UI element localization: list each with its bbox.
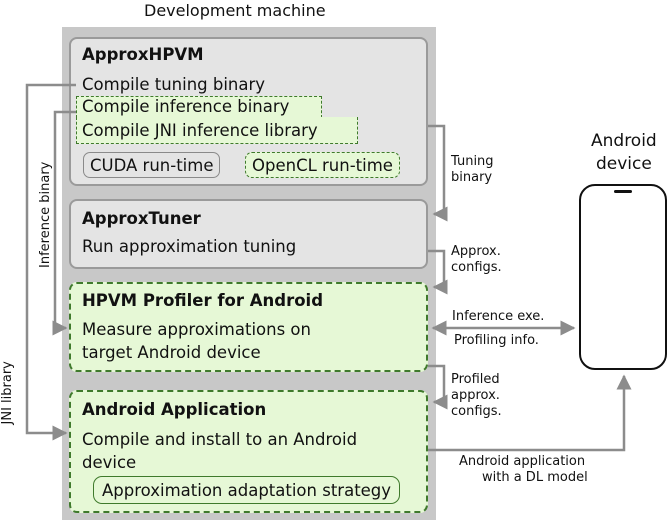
approx-configs-label-2: configs. (451, 260, 502, 275)
inference-binary-label: Inference binary (38, 161, 54, 268)
tuning-binary-label-2: binary (451, 170, 493, 185)
inference-compile-group (76, 96, 322, 118)
compile-tuning-binary: Compile tuning binary (82, 75, 266, 94)
compile-jni-inference-library: Compile JNI inference library (82, 121, 318, 140)
jni-library-label: JNI library (0, 361, 16, 425)
opencl-runtime-pill: OpenCL run-time (245, 152, 400, 178)
compile-inference-binary: Compile inference binary (82, 97, 290, 116)
android-application-title: Android Application (82, 400, 267, 419)
approxhpvm-title: ApproxHPVM (82, 45, 204, 64)
android-application-label-1: Android application (459, 454, 586, 469)
measure-approximations-line2: target Android device (82, 343, 261, 362)
android-device-label-line2: device (596, 154, 652, 174)
hpvm-profiler-box (69, 282, 428, 372)
phone-speaker-icon (614, 190, 632, 193)
jni-library-arrow (25, 83, 76, 441)
compile-and-install-line2: device (82, 453, 137, 472)
profiling-info-label: Profiling info. (454, 333, 539, 348)
android-device-label-line1: Android (591, 131, 657, 151)
phone-icon (579, 184, 667, 370)
approx-configs-arrow (428, 249, 448, 295)
approximation-adaptation-strategy-pill: Approximation adaptation strategy (93, 476, 401, 504)
compile-and-install-line1: Compile and install to an Android (82, 430, 358, 449)
tuning-binary-label-1: Tuning (451, 154, 494, 169)
inference-exe-label: Inference exe. (452, 309, 545, 324)
measure-approximations-line1: Measure approximations on (82, 320, 311, 339)
approxtuner-box (69, 199, 428, 269)
android-application-arrow (428, 374, 632, 452)
hpvm-profiler-title: HPVM Profiler for Android (82, 291, 324, 310)
diagram-title: Development machine (144, 1, 326, 20)
tuning-binary-arrow (428, 124, 448, 222)
profiled-configs-label-3: configs. (451, 404, 502, 419)
inference-binary-arrow (52, 110, 76, 336)
cuda-runtime-pill: CUDA run-time (83, 152, 221, 178)
approxtuner-title: ApproxTuner (82, 209, 201, 228)
run-approximation-tuning: Run approximation tuning (82, 237, 297, 256)
inference-compile-group-lower (76, 117, 358, 144)
profiled-configs-label-1: Profiled (451, 372, 500, 387)
profiled-configs-arrow (428, 364, 448, 410)
approx-configs-label-1: Approx. (451, 244, 501, 259)
profiled-configs-label-2: approx. (451, 388, 500, 403)
android-application-label-2: with a DL model (482, 470, 588, 485)
